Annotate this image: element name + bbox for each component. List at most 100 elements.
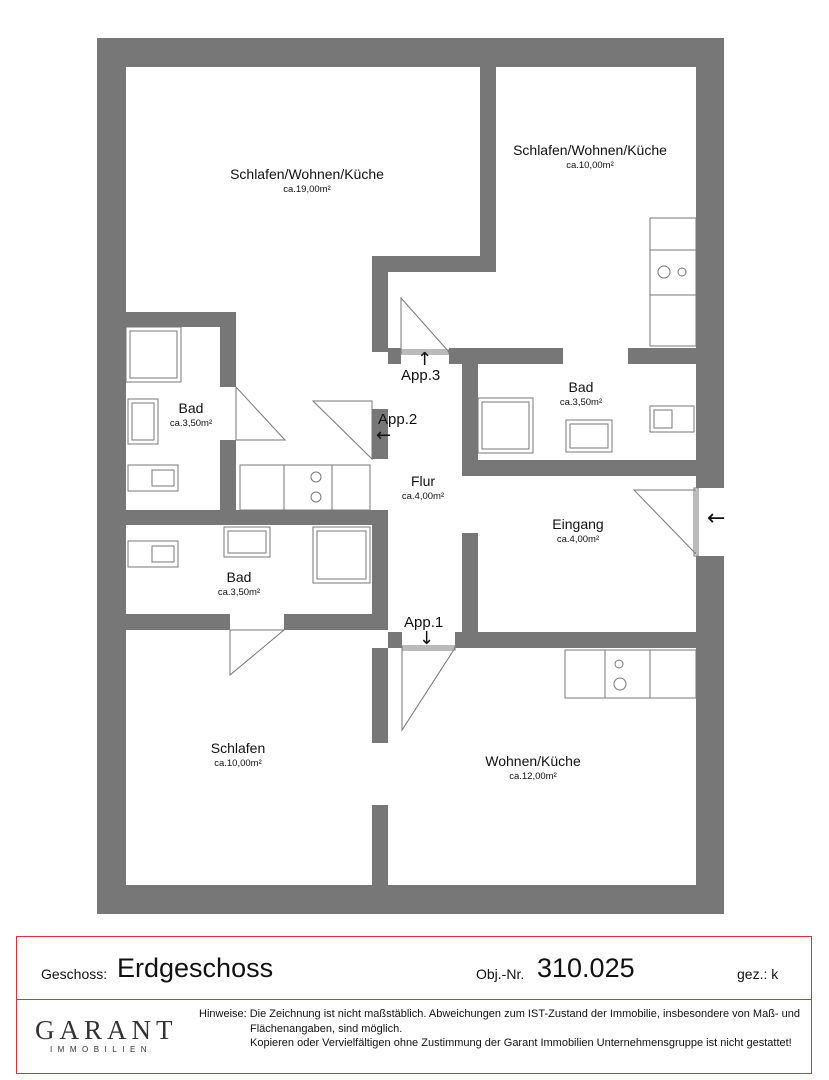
wall-bad-mid-bottom-left [126, 614, 230, 630]
kitchen-counter-bottom [564, 649, 697, 699]
room-name: Flur [410, 473, 436, 489]
room-label-wohnen-kueche: Wohnen/Küche ca.12,00m² [485, 753, 580, 782]
door-frame-app1 [401, 645, 456, 651]
arrow-down-icon: ↓ [419, 628, 435, 649]
apartment-label-app3: App.3 [401, 367, 441, 384]
fixtures [125, 217, 697, 699]
room-label-bad-middle: Bad ca.3,50m² [218, 569, 260, 598]
door-swing-app1 [401, 647, 456, 732]
wall-bad-left-bottom [126, 510, 388, 525]
room-label-bad-right: Bad ca.3,50m² [560, 379, 602, 408]
wall-hall-left-lower [372, 512, 388, 629]
apartment-label-app2: App.2 [378, 411, 418, 428]
room-name: Bad [178, 400, 204, 416]
wall-bad-mid-bottom-right [284, 614, 388, 630]
floor-plan-drawing [97, 38, 724, 914]
title-block: Geschoss: Erdgeschoss Obj.-Nr. 310.025 g… [16, 936, 812, 1074]
door-swing-bad-mid [229, 629, 286, 677]
object-number-label: Obj.-Nr. [476, 966, 525, 982]
room-name: Schlafen [210, 740, 266, 756]
shower-mid-inner [316, 530, 367, 580]
room-area: ca.10,00m² [566, 160, 614, 171]
doors [229, 296, 699, 732]
room-area: ca.10,00m² [214, 758, 262, 769]
door-swing-eingang [632, 489, 697, 556]
stove-burner [613, 677, 627, 691]
wall-hall-left-end [372, 805, 388, 885]
room-area: ca.3,50m² [217, 587, 261, 598]
room-label-swk-small: Schlafen/Wohnen/Küche ca.10,00m² [513, 142, 667, 171]
drawn-by-label: gez.: k [737, 966, 779, 982]
wall-eingang-left [462, 533, 478, 648]
stove-burner [310, 491, 322, 503]
door-frame-app3 [400, 349, 450, 355]
wall-outer-right-lower [696, 556, 724, 914]
stove-burner [657, 265, 671, 279]
floor-label: Geschoss: [41, 966, 108, 982]
wall-hall-left-bottom [372, 648, 388, 743]
room-name: Schlafen/Wohnen/Küche [230, 166, 384, 182]
door-swing-bad-left [235, 385, 287, 441]
toilet-right-inner [653, 409, 673, 429]
wall-hall-left-mid [372, 409, 388, 459]
wall-wohnen-top-left [388, 632, 402, 648]
room-name: Bad [568, 379, 594, 395]
wall-bad-left-side [220, 312, 236, 387]
walls [97, 38, 724, 914]
room-area: ca.19,00m² [283, 184, 331, 195]
wall-outer-right-upper [696, 38, 724, 488]
disclaimer-notes: Hinweise: Die Zeichnung ist nicht maßstä… [199, 1007, 807, 1051]
wall-bad-right-bottom [462, 460, 696, 476]
room-label-schlafen: Schlafen ca.10,00m² [211, 740, 265, 769]
wall-step [372, 256, 496, 272]
room-label-bad-left: Bad ca.3,50m² [170, 400, 212, 429]
logo-subtitle: IMMOBILIEN [49, 1045, 153, 1054]
room-area: ca.3,50m² [169, 418, 213, 429]
wall-bad-left-top [126, 312, 236, 327]
wall-bad-right-side [462, 348, 478, 476]
arrow-up-icon: ↑ [417, 349, 433, 370]
company-logo: GARANT IMMOBILIEN [35, 1015, 178, 1054]
room-name: Eingang [552, 516, 604, 532]
room-area: ca.4,00m² [401, 491, 445, 502]
door-frame-eingang [693, 487, 699, 557]
stove-burner [614, 659, 624, 669]
wall-bad-right-top-r [628, 348, 696, 364]
toilet-mid-inner [151, 545, 175, 563]
stove-burner [310, 471, 322, 483]
kitchen-counter-mid [239, 464, 371, 511]
sink-mid-inner [227, 530, 267, 554]
room-label-flur: Flur ca.4,00m² [402, 473, 444, 502]
room-area: ca.3,50m² [559, 397, 603, 408]
note-line: Hinweise: Die Zeichnung ist nicht maßstä… [199, 1008, 801, 1020]
door-swing-app3 [400, 296, 451, 353]
room-name: Wohnen/Küche [485, 753, 581, 769]
logo-word: GARANT [35, 1015, 178, 1045]
toilet-left-inner [151, 469, 175, 487]
room-name: Bad [226, 569, 252, 585]
note-line: Flächenangaben, sind möglich. [250, 1022, 403, 1035]
wall-outer-top [97, 38, 724, 67]
shower-right-inner [481, 401, 530, 450]
wall-wohnen-top [455, 632, 696, 648]
room-label-swk-large: Schlafen/Wohnen/Küche ca.19,00m² [230, 166, 384, 195]
object-number-value: 310.025 [537, 953, 635, 983]
title-block-divider [17, 999, 811, 1000]
floor-plan: Schlafen/Wohnen/Küche ca.19,00m² Schlafe… [97, 38, 726, 914]
arrow-left-icon: ← [376, 425, 392, 446]
door-swing-app2 [311, 400, 373, 461]
room-area: ca.4,00m² [556, 534, 600, 545]
floor-value: Erdgeschoss [117, 953, 274, 983]
wall-bad-left-side-low [220, 440, 236, 510]
wall-outer-left [97, 38, 126, 914]
sink-right-inner [569, 423, 609, 449]
sink-left-inner [131, 402, 155, 441]
note-line: Kopieren oder Vervielfältigen ohne Zusti… [250, 1037, 792, 1049]
entrance-arrow-left-icon: ← [707, 506, 726, 531]
apartment-label-app1: App.1 [404, 614, 444, 631]
stove-burner [677, 267, 687, 277]
wall-hall-left-upper [372, 256, 388, 352]
wall-app3-left [388, 348, 401, 364]
room-area: ca.12,00m² [509, 771, 557, 782]
room-name: Schlafen/Wohnen/Küche [513, 142, 667, 158]
